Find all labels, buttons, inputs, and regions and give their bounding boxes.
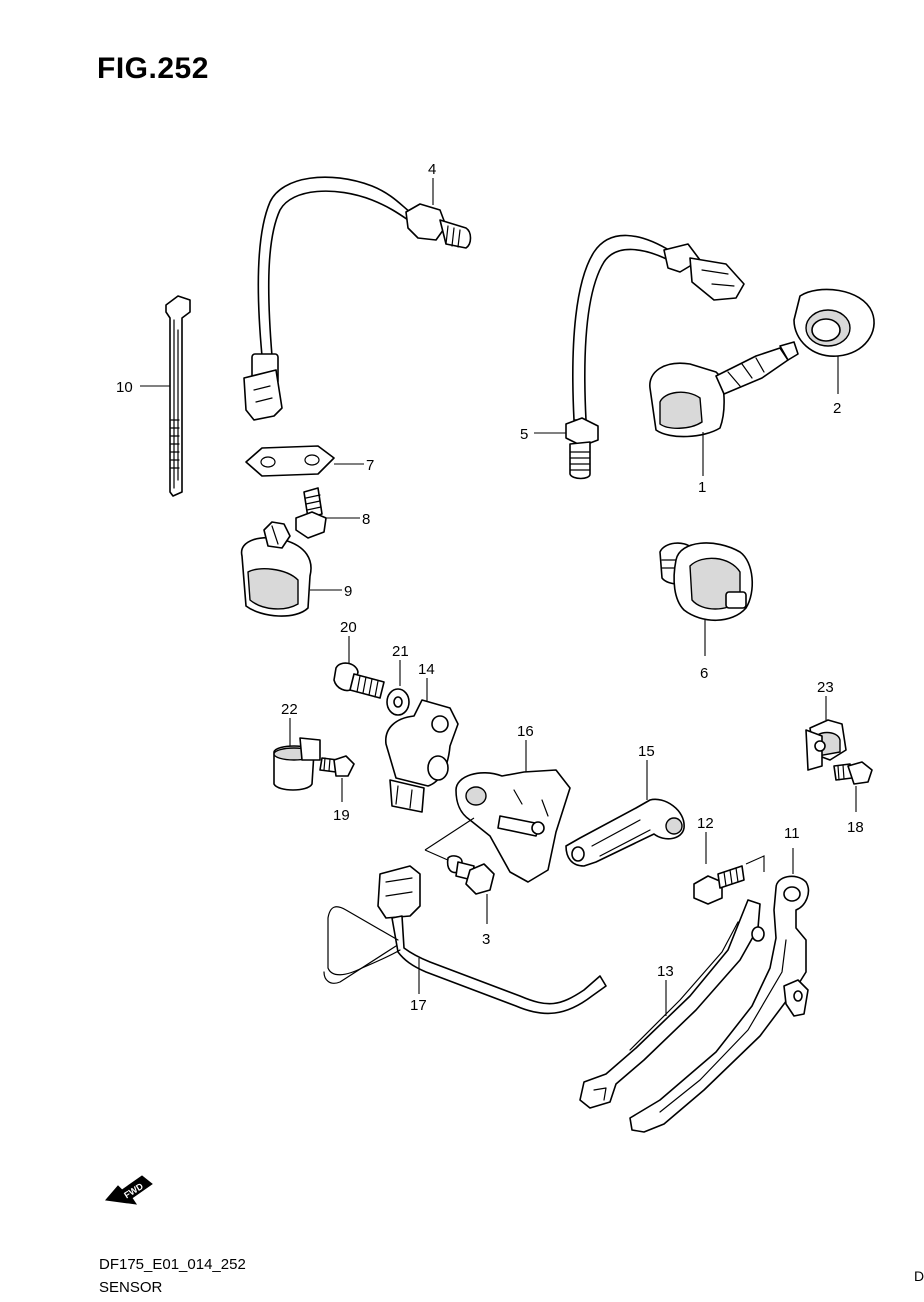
part-13-link-rod[interactable]: 13	[579, 899, 765, 1109]
callout-7: 7	[366, 457, 374, 474]
part-4-sensor-harness[interactable]: 4	[243, 161, 472, 421]
callout-19: 19	[333, 807, 350, 824]
part-2-grommet[interactable]: 2	[793, 288, 875, 417]
callout-2: 2	[833, 400, 841, 417]
callout-12: 12	[697, 815, 714, 832]
footer-drawing-code: DF175_E01_014_252	[99, 1256, 246, 1273]
callout-4: 4	[428, 161, 436, 178]
callout-17: 17	[410, 997, 427, 1014]
callout-6: 6	[700, 665, 708, 682]
part-20-bolt[interactable]: 20	[333, 619, 385, 699]
callout-11: 11	[784, 825, 800, 842]
callout-16: 16	[517, 723, 534, 740]
footer-section-name: SENSOR	[99, 1279, 163, 1296]
callout-22: 22	[281, 701, 298, 718]
callout-13: 13	[657, 963, 674, 980]
part-18-screw[interactable]: 18	[833, 761, 873, 836]
part-1-sensor-body[interactable]: 1	[649, 341, 799, 496]
part-22-clamp[interactable]: 22	[273, 701, 321, 791]
part-19-screw[interactable]: 19	[319, 755, 355, 824]
part-9-clip[interactable]: 9	[240, 521, 353, 617]
part-12-bolt[interactable]: 12	[693, 815, 765, 905]
callout-14: 14	[418, 661, 435, 678]
callout-18: 18	[847, 819, 864, 836]
callout-10: 10	[116, 379, 133, 396]
part-7-clamp-plate[interactable]: 7	[245, 445, 374, 477]
callout-23: 23	[817, 679, 834, 696]
part-5-sensor[interactable]: 5	[520, 234, 745, 480]
part-10-cable-tie[interactable]: 10	[116, 295, 191, 497]
callout-1: 1	[698, 479, 706, 496]
callout-5: 5	[520, 426, 528, 443]
part-16-bracket[interactable]: 16	[455, 723, 571, 883]
part-14-position-sensor[interactable]: 14	[385, 661, 459, 813]
callout-9: 9	[344, 583, 352, 600]
part-6-knock-sensor[interactable]: 6	[659, 542, 754, 682]
callout-21: 21	[392, 643, 409, 660]
edge-character: D	[914, 1268, 924, 1284]
part-3-bolt[interactable]: 3	[424, 817, 495, 948]
part-15-link-lever[interactable]: 15	[565, 743, 685, 867]
figure-title: FIG.252	[97, 52, 209, 85]
callout-3: 3	[482, 931, 490, 948]
part-23-sensor-cap[interactable]: 23	[805, 679, 847, 771]
part-8-bolt[interactable]: 8	[295, 487, 370, 539]
callout-20: 20	[340, 619, 357, 636]
forward-arrow-icon: FWD	[105, 1175, 153, 1205]
part-21-washer[interactable]: 21	[386, 643, 410, 716]
callout-8: 8	[362, 511, 370, 528]
callout-15: 15	[638, 743, 655, 760]
part-17-wire-harness[interactable]: 17	[323, 865, 607, 1015]
part-11-bracket-arm[interactable]: 11	[629, 825, 810, 1133]
